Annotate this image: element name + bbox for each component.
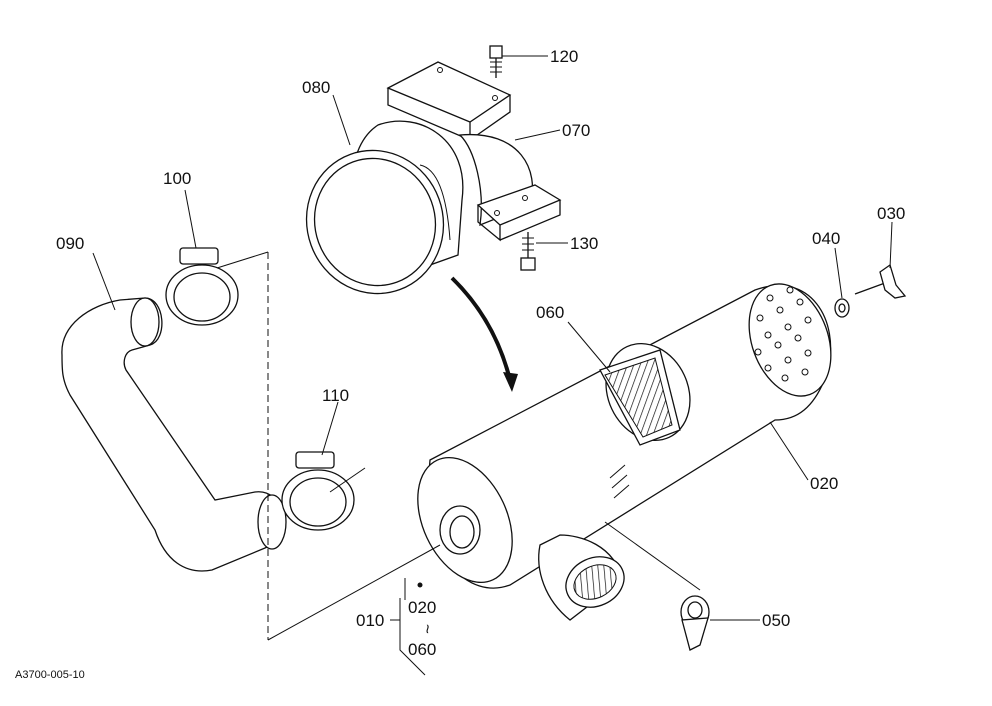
label-130: 130	[570, 234, 598, 253]
washer-nut-drawing	[834, 298, 850, 318]
drawing-code: A3700-005-10	[15, 669, 85, 681]
intake-hose-drawing	[61, 297, 287, 572]
clamp-lower-drawing	[281, 451, 355, 531]
assembly-arrow	[450, 276, 518, 392]
air-cleaner-body-drawing	[417, 283, 832, 621]
label-030: 030	[877, 204, 905, 223]
centerlines	[216, 251, 701, 641]
part-labels: 120 080 070 130 100 090 030 040 060 110 …	[15, 47, 905, 681]
label-120: 120	[550, 47, 578, 66]
bolt-top-drawing	[489, 45, 503, 78]
band-cover-drawing	[305, 120, 464, 295]
label-sub-060: 060	[408, 640, 436, 659]
label-100: 100	[163, 169, 191, 188]
label-020: 020	[810, 474, 838, 493]
label-050: 050	[762, 611, 790, 630]
label-090: 090	[56, 234, 84, 253]
label-110: 110	[322, 386, 349, 405]
bolt-bottom-drawing	[520, 232, 536, 271]
label-060: 060	[536, 303, 564, 322]
label-040: 040	[812, 229, 840, 248]
wing-bolt-drawing	[854, 263, 907, 299]
label-010: 010	[356, 611, 384, 630]
clamp-upper-drawing	[165, 247, 239, 326]
label-080: 080	[302, 78, 330, 97]
label-070: 070	[562, 121, 590, 140]
bracket-drawing	[386, 61, 562, 242]
cover-vent-holes	[754, 286, 812, 382]
evacuator-valve-drawing	[680, 595, 710, 651]
leader-lines	[92, 55, 893, 676]
label-sub-020: 020	[408, 598, 436, 617]
label-range-marker: ~	[418, 624, 437, 634]
